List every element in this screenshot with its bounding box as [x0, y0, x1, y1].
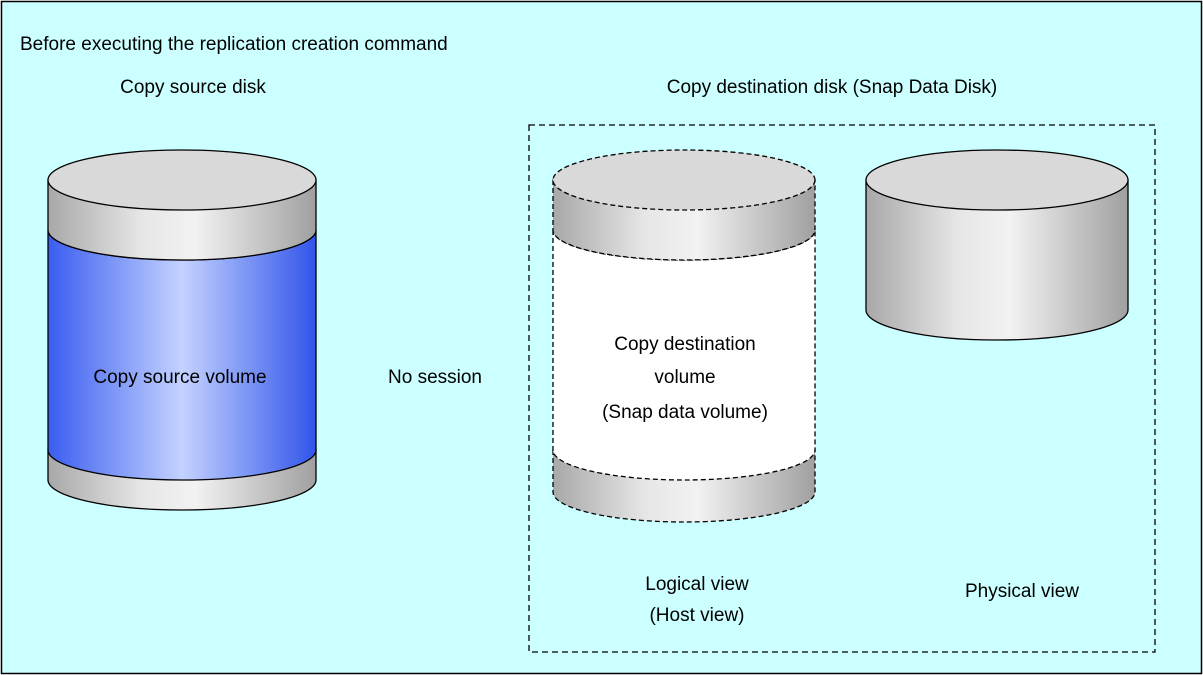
source-volume-band: [47, 229, 317, 481]
destination-volume-label-line1: Copy destination: [614, 334, 756, 355]
snap-volume-band: [552, 229, 816, 481]
destination-volume-label-line2: volume: [654, 367, 715, 388]
destination-volume-label-line3: (Snap data volume): [602, 402, 768, 423]
source-volume-label: Copy source volume: [93, 367, 266, 388]
logical-view-label-line1: Logical view: [645, 574, 749, 595]
destination-boundary: [528, 124, 1156, 653]
diagram-heading: Before executing the replication creatio…: [20, 34, 448, 55]
session-status: No session: [388, 367, 482, 388]
physical-view-label: Physical view: [965, 581, 1079, 602]
source-disk-title: Copy source disk: [120, 77, 266, 98]
physical-destination-cylinder: [865, 149, 1129, 341]
logical-view-label-line2: (Host view): [649, 605, 744, 626]
destination-disk-title: Copy destination disk (Snap Data Disk): [667, 77, 998, 98]
source-disk-cylinder: [47, 149, 317, 511]
logical-destination-cylinder: [552, 149, 816, 523]
